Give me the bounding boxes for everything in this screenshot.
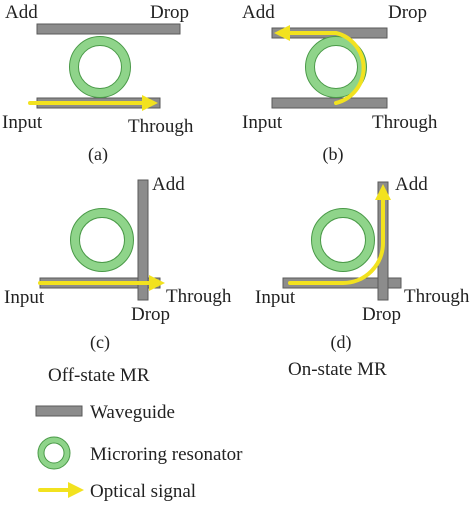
microring-outline	[69, 36, 131, 98]
panel-c-through-label: Through	[166, 286, 232, 307]
panel-d-signal-arrow	[288, 184, 391, 285]
panel-b-bottom-waveguide	[271, 97, 388, 109]
panel-c-vertical-waveguide	[137, 179, 149, 301]
microring-outline	[79, 217, 125, 263]
panel-a-input-label: Input	[2, 112, 43, 133]
panel-b-input-label: Input	[242, 112, 283, 133]
legend-signal-label: Optical signal	[90, 481, 196, 502]
microring-outline	[78, 45, 122, 89]
off-state-label: Off-state MR	[48, 365, 150, 386]
panel-b-add-label: Add	[242, 2, 275, 23]
legend-waveguide-label: Waveguide	[90, 402, 175, 423]
panel-a-through-label: Through	[128, 116, 194, 137]
panel-b-signal-arrow	[274, 25, 366, 105]
panel-c-microring	[70, 208, 134, 272]
panel-d: Add Input Through Drop (d)	[255, 174, 470, 353]
panel-c: Add Input Through Drop (c)	[4, 174, 232, 353]
microring-outline	[43, 442, 65, 464]
green-ring-icon	[38, 437, 70, 469]
microring-outline	[320, 217, 366, 263]
panel-a-caption: (a)	[88, 144, 108, 165]
microring-outline	[305, 36, 367, 98]
microring-outline	[70, 208, 134, 272]
panel-c-drop-label: Drop	[131, 304, 170, 325]
panel-d-microring	[311, 208, 375, 272]
legend-microring-label: Microring resonator	[90, 444, 243, 465]
panel-d-through-label: Through	[404, 286, 470, 307]
panel-d-input-label: Input	[255, 287, 296, 308]
panel-a-microring	[69, 36, 131, 98]
panel-c-add-label: Add	[152, 174, 185, 195]
panel-a-drop-label: Drop	[150, 2, 189, 23]
legend: Waveguide Microring resonator Optical si…	[35, 402, 243, 502]
panel-d-add-label: Add	[395, 174, 428, 195]
on-state-label: On-state MR	[288, 359, 387, 380]
panel-b-drop-label: Drop	[388, 2, 427, 23]
microring-outline	[311, 208, 375, 272]
panel-b-microring	[305, 36, 367, 98]
panel-d-caption: (d)	[331, 332, 352, 353]
microring-outline	[314, 45, 358, 89]
panel-c-caption: (c)	[90, 332, 110, 353]
panel-d-drop-label: Drop	[362, 304, 401, 325]
panel-b: Add Drop Input Through (b)	[242, 2, 438, 165]
panel-c-input-label: Input	[4, 287, 45, 308]
panel-a: Add Drop Input Through (a)	[2, 2, 194, 165]
panel-a-add-label: Add	[5, 2, 38, 23]
panel-b-caption: (b)	[323, 144, 344, 165]
microring-outline	[37, 436, 71, 470]
panel-a-top-waveguide	[36, 23, 181, 35]
gray-bar-icon	[35, 405, 83, 417]
panel-b-through-label: Through	[372, 112, 438, 133]
